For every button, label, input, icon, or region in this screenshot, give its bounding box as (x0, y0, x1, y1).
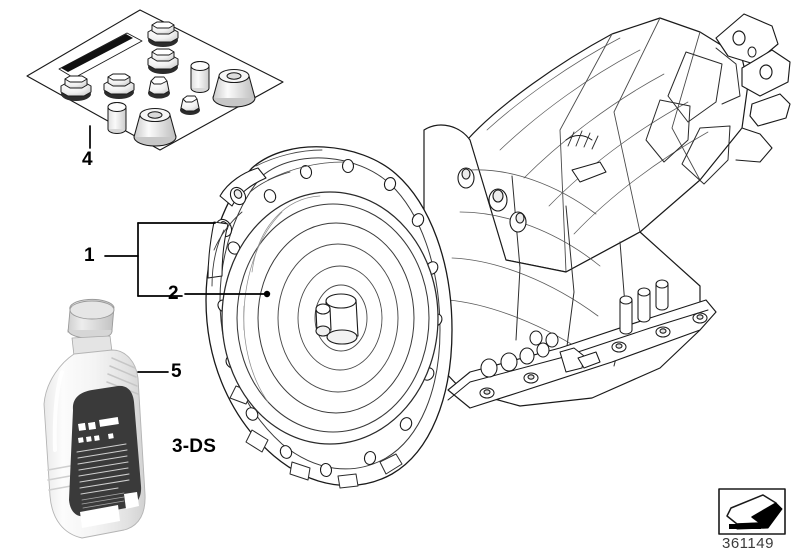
callout-4-label: 4 (82, 149, 93, 170)
callout-2-label: 2 (168, 283, 179, 304)
callout-1-label: 1 (84, 245, 95, 266)
footer-arrow-box (718, 488, 786, 535)
fluid-bottle (43, 298, 146, 539)
tray-fasteners (60, 21, 256, 147)
transmission-assembly (205, 13, 791, 489)
transmission-code-label: 3-DS (172, 436, 217, 457)
callout-5-label: 5 (171, 361, 182, 382)
image-number-label: 361149 (722, 535, 774, 552)
callout-leaders (89, 125, 271, 373)
